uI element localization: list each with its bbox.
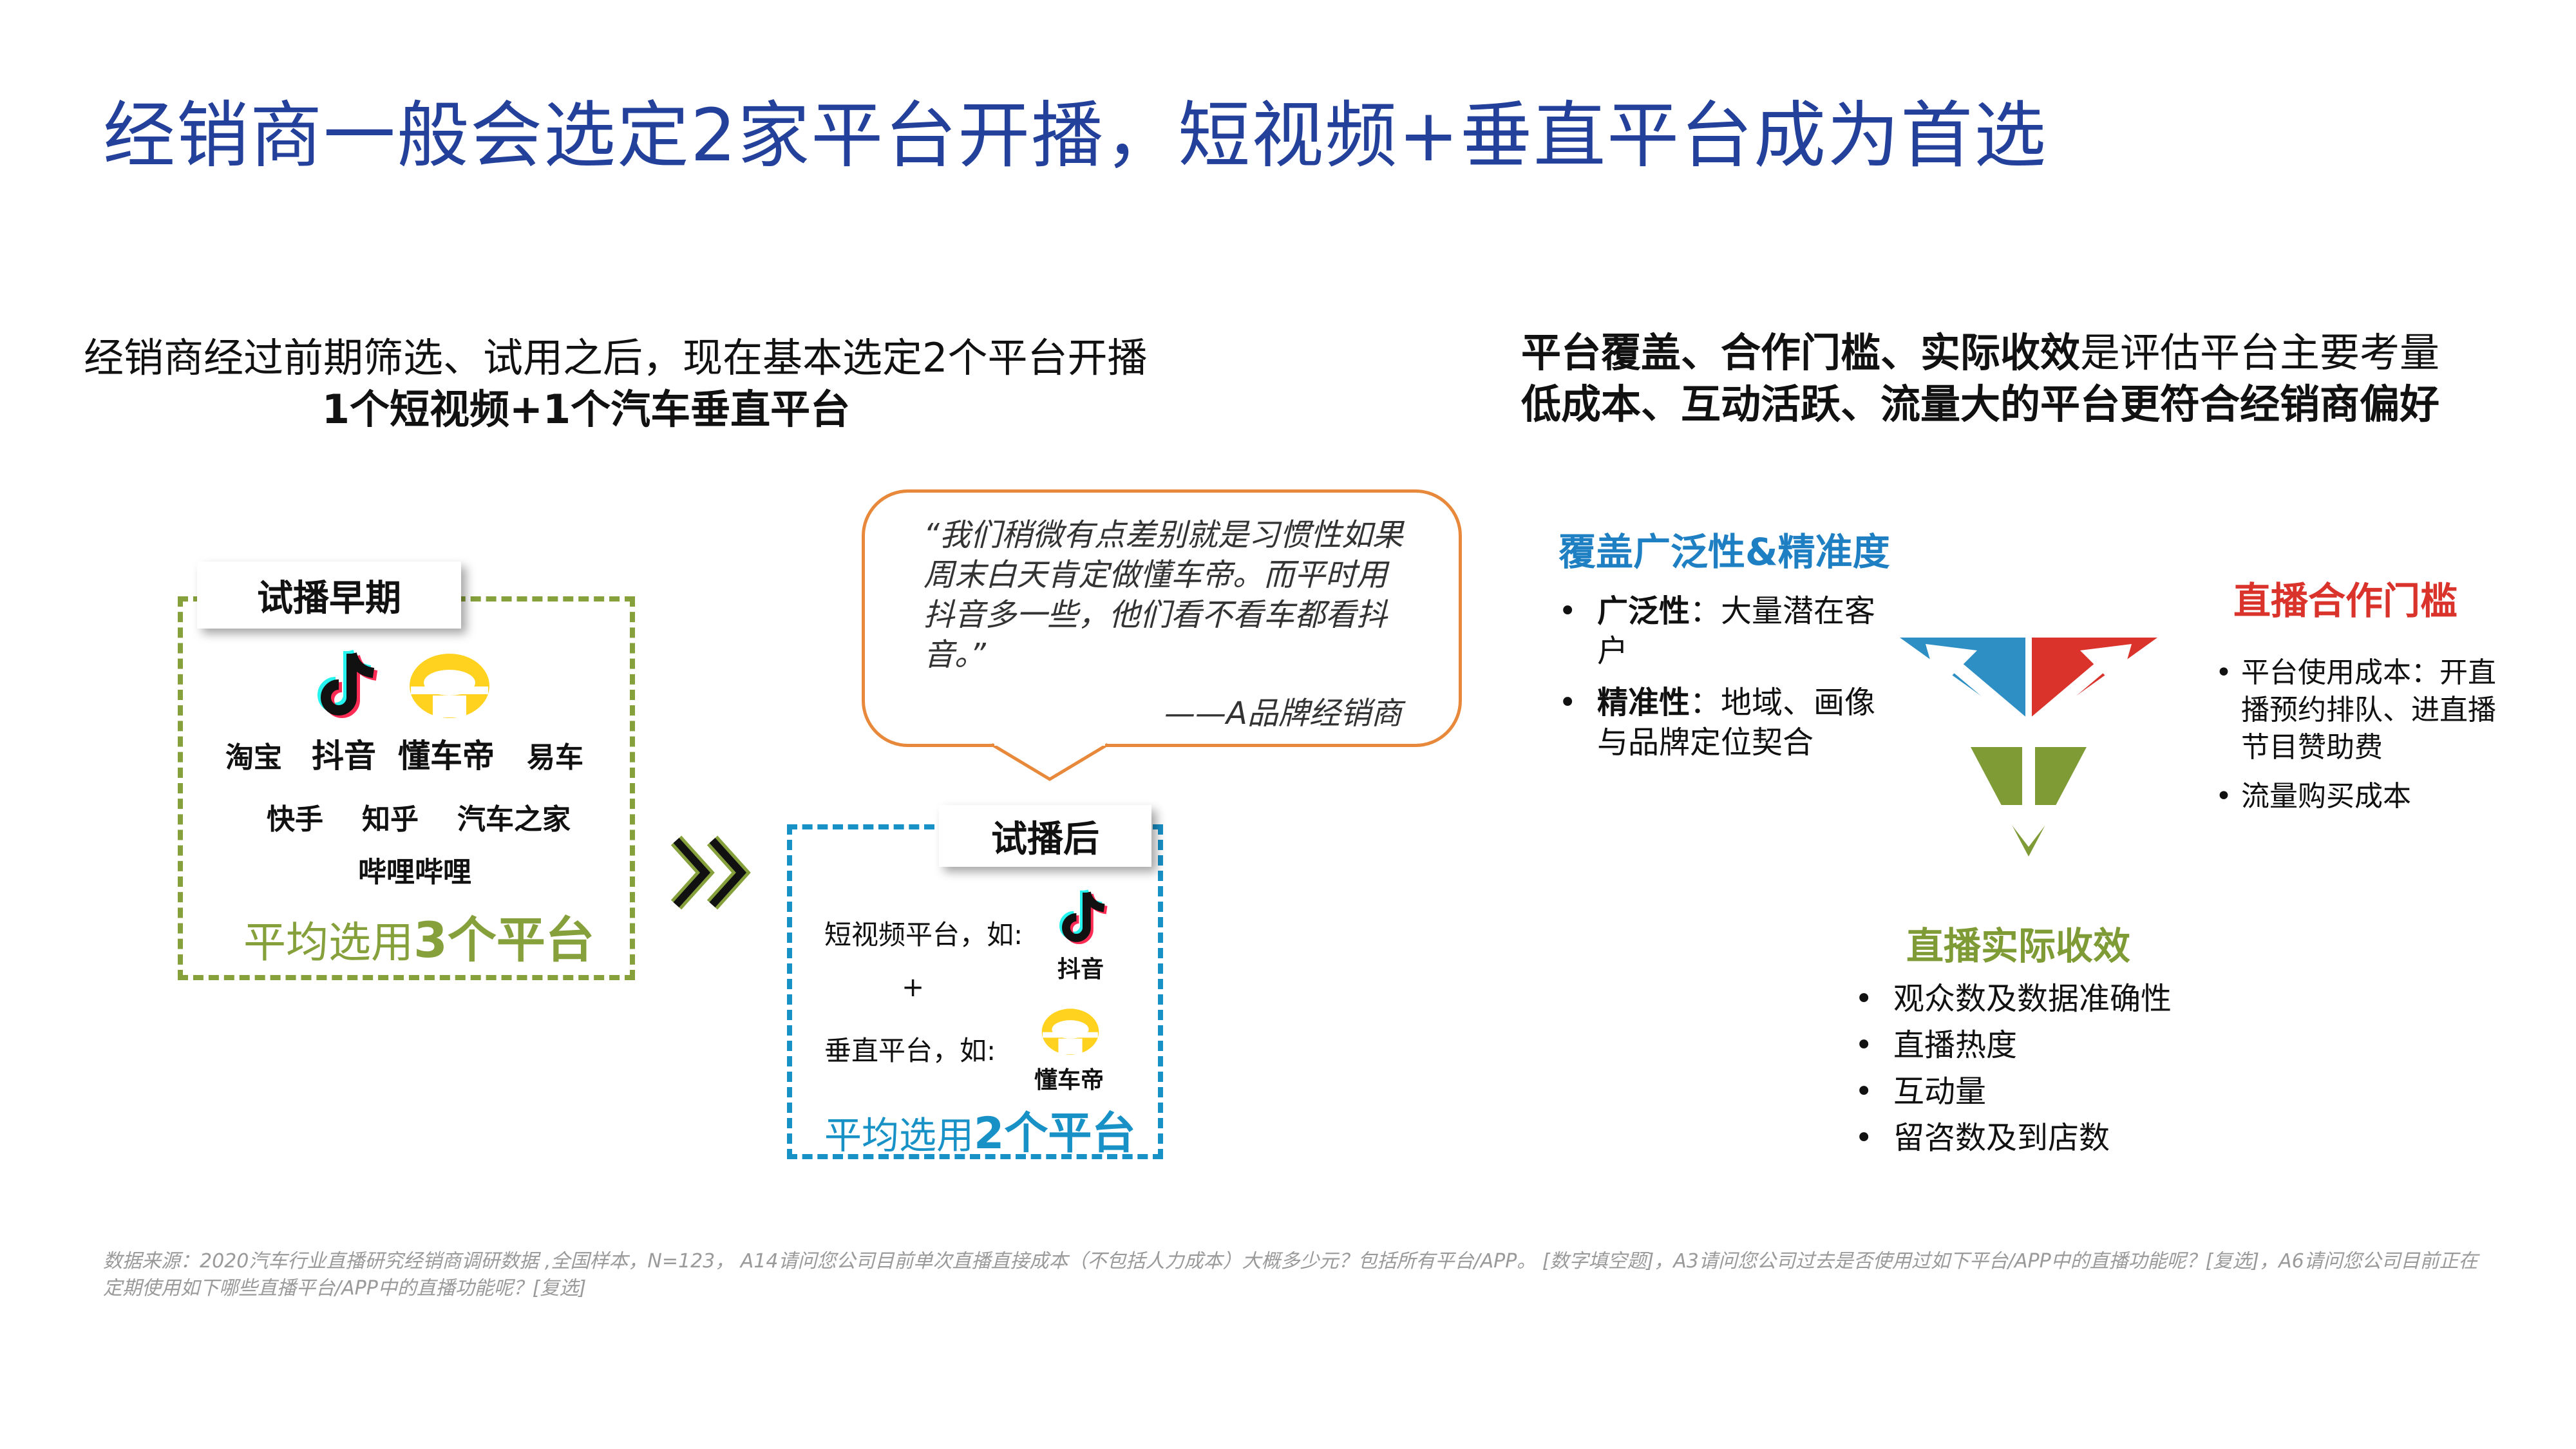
left-heading: 经销商经过前期筛选、试用之后，现在基本选定2个平台开播 1个短视频+1个汽车垂直… (84, 332, 1148, 435)
right-heading: 平台覆盖、合作门槛、实际收效是评估平台主要考量 低成本、互动活跃、流量大的平台更… (1449, 327, 2512, 430)
coverage-list: • 广泛性：大量潜在客户 • 精准性：地域、画像与品牌定位契合 (1558, 591, 1893, 774)
platform-taobao: 淘宝 (225, 741, 282, 774)
platform-yiche: 易车 (527, 741, 583, 774)
douyin-logo-icon (1059, 889, 1108, 944)
list-item: • 广泛性：大量潜在客户 (1558, 593, 1876, 669)
double-chevron-right-icon (670, 835, 751, 910)
threshold-heading: 直播合作门槛 (2233, 579, 2458, 623)
platform-autohome: 汽车之家 (457, 803, 571, 836)
effect-list: •观众数及数据准确性 •直播热度 •互动量 •留咨数及到店数 (1855, 979, 2306, 1164)
footnote: 数据来源：2020汽车行业直播研究经销商调研数据 ,全国样本，N=123， A1… (103, 1250, 2478, 1300)
list-item: •互动量 (1855, 1074, 1987, 1110)
quote-source: ——A品牌经销商 (1164, 696, 1402, 732)
platform-zhihu: 知乎 (362, 803, 419, 836)
right-heading-line2: 低成本、互动活跃、流量大的平台更符合经销商偏好 (1520, 381, 2439, 428)
trial-after-tab: 试播后 (939, 805, 1151, 867)
left-heading-line1: 经销商经过前期筛选、试用之后，现在基本选定2个平台开播 (84, 334, 1148, 381)
quote-bubble-tail (990, 741, 1109, 781)
platform-douyin: 抖音 (312, 737, 376, 775)
list-item: •观众数及数据准确性 (1855, 981, 2172, 1017)
dongchedi-logo-icon (1041, 1009, 1099, 1055)
list-item: • 平台使用成本：开直播预约排队、进直播节目赞助费 (2215, 656, 2496, 764)
platform-dongchedi: 懂车帝 (398, 737, 495, 775)
douyin-logo-icon (317, 649, 378, 718)
triangle-arrows-icon (1900, 638, 2157, 857)
vertical-label: 垂直平台，如: (824, 1035, 996, 1066)
right-heading-normal: 是评估平台主要考量 (2080, 329, 2440, 376)
platform-kuaishou: 快手 (267, 803, 323, 836)
list-item: •留咨数及到店数 (1855, 1120, 2110, 1156)
platform-bilibili: 哔哩哔哩 (358, 856, 471, 889)
vertical-logo-label: 懂车帝 (1034, 1067, 1104, 1094)
short-video-label: 短视频平台，如: (824, 919, 1023, 951)
effect-heading: 直播实际收效 (1906, 924, 2131, 968)
short-video-logo-label: 抖音 (1057, 956, 1104, 983)
list-item: • 流量购买成本 (2215, 780, 2411, 813)
coverage-heading: 覆盖广泛性&精准度 (1558, 530, 1890, 574)
quote-bubble (862, 489, 1462, 747)
left-heading-line2: 1个短视频+1个汽车垂直平台 (321, 386, 851, 433)
quote-text: “我们稍微有点差别就是习惯性如果周末白天肯定做懂车帝。而平时用抖音多一些，他们看… (923, 517, 1403, 673)
plus-sign: + (902, 971, 925, 1003)
right-heading-bold: 平台覆盖、合作门槛、实际收效 (1520, 329, 2080, 376)
page-title: 经销商一般会选定2家平台开播，短视频+垂直平台成为首选 (103, 94, 2048, 178)
trial-early-tab: 试播早期 (197, 562, 461, 629)
threshold-list: • 平台使用成本：开直播预约排队、进直播节目赞助费 • 流量购买成本 (2215, 654, 2499, 827)
list-item: •直播热度 (1855, 1027, 2018, 1063)
trial-after-summary: 平均选用2个平台 (824, 1108, 1136, 1159)
trial-early-summary: 平均选用3个平台 (243, 911, 594, 969)
list-item: • 精准性：地域、画像与品牌定位契合 (1558, 685, 1876, 761)
dongchedi-logo-icon (410, 654, 489, 718)
